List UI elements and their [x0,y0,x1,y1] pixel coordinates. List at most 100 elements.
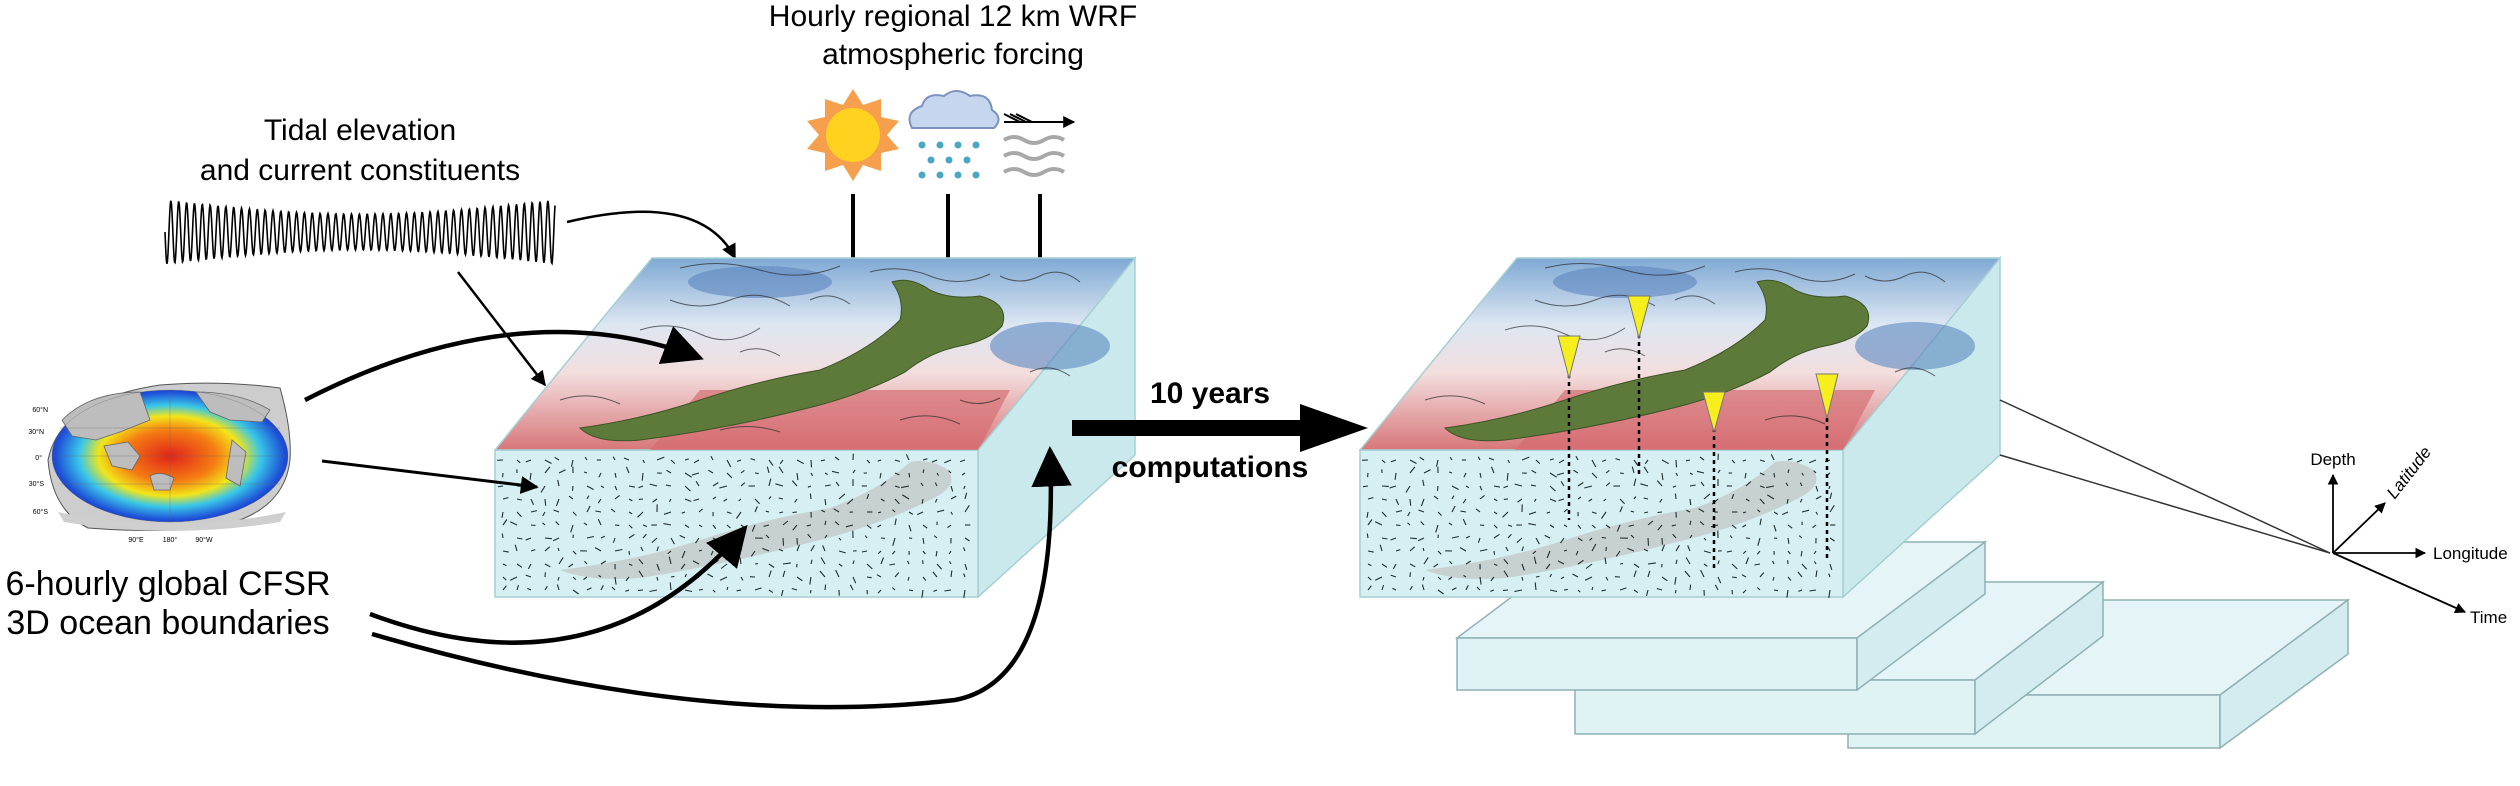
velocity-vector [806,524,812,527]
velocity-vector [1563,549,1568,552]
velocity-vector [684,573,687,578]
velocity-vector [695,481,700,487]
velocity-vector [1759,572,1765,578]
velocity-vector [501,533,504,539]
velocity-vector [1418,509,1425,513]
velocity-vector [1631,466,1635,474]
velocity-vector [568,495,574,500]
velocity-vector [852,469,856,474]
velocity-vector [810,559,813,565]
velocity-vector [1731,494,1735,500]
velocity-vector [852,560,855,565]
velocity-vector [1786,498,1789,504]
velocity-vector [1521,563,1525,571]
velocity-vector [1462,498,1467,504]
velocity-vector [623,457,630,461]
velocity-vector [1689,584,1692,591]
velocity-vector [1591,524,1596,529]
velocity-vector [1717,469,1721,474]
velocity-vector [1603,498,1607,502]
velocity-vector [684,589,693,593]
velocity-vector [1409,585,1413,591]
velocity-vector [908,472,911,478]
tidal-arrow-diag [457,271,546,387]
velocity-vector [595,510,602,513]
velocity-vector [497,485,504,488]
velocity-vector [1605,576,1609,581]
velocity-vector [656,456,665,461]
velocity-vector [1619,587,1627,591]
velocity-vector [625,589,630,592]
velocity-vector [1584,576,1593,581]
velocity-vector [1703,563,1708,567]
velocity-vector [948,470,952,474]
velocity-vector [1409,537,1417,540]
velocity-vector [1506,472,1509,481]
velocity-vector [1685,459,1691,462]
velocity-vector [558,469,566,474]
velocity-vector [949,561,952,565]
velocity-vector [1381,537,1388,540]
velocity-vector [1493,550,1496,555]
velocity-vector [778,497,784,500]
velocity-vector [1601,536,1607,539]
velocity-vector [1742,589,1747,594]
velocity-vector [1689,472,1693,475]
velocity-vector [1563,524,1568,528]
velocity-vector [1409,546,1416,552]
velocity-vector [1409,459,1417,464]
velocity-vector [1643,497,1649,500]
velocity-vector [1671,524,1677,527]
velocity-vector [1813,550,1817,555]
velocity-vector [625,576,630,582]
velocity-vector [1828,485,1831,490]
velocity-vector [768,478,772,487]
velocity-vector [1772,560,1775,565]
velocity-vector [866,524,872,529]
time-axis [2332,552,2466,613]
station-markers [1557,295,1839,572]
velocity-vector [1465,535,1471,539]
velocity-vector [1530,484,1537,487]
map-lat-30n: 30°N [28,428,44,436]
velocity-vector [1521,576,1524,581]
velocity-vector [530,498,535,506]
velocity-vector [544,459,552,464]
velocity-vector [1657,511,1663,514]
velocity-vector [807,485,812,488]
velocity-vector [1563,508,1568,513]
velocity-vector [614,485,618,491]
velocity-vector [1633,589,1639,594]
velocity-vector [809,589,812,594]
velocity-vector [880,481,887,487]
velocity-vector [572,511,577,516]
velocity-vector [1726,550,1733,553]
velocity-vector [1601,511,1607,519]
velocity-vector [1815,570,1818,578]
velocity-vector [1437,511,1442,516]
velocity-vector [852,576,857,584]
velocity-vector [1423,557,1429,565]
velocity-vector [932,571,938,578]
velocity-vector [1767,494,1775,500]
velocity-vector [1812,524,1817,529]
velocity-vector [1507,459,1510,464]
velocity-vector [1420,498,1425,507]
velocity-vector [894,572,900,578]
velocity-vector [1535,459,1541,464]
velocity-vector [516,563,523,568]
velocity-vector [1798,589,1803,592]
velocity-vector [1601,589,1607,592]
velocity-vector [1362,485,1369,488]
velocity-vector [1395,498,1400,506]
velocity-vector [736,511,742,519]
velocity-vector [1366,511,1369,518]
velocity-vector [1493,498,1498,502]
time-perspective-lines [1999,399,2331,554]
velocity-vector [1477,537,1481,543]
velocity-vector [656,576,659,581]
velocity-vector [1544,534,1551,539]
velocity-vector [542,511,546,517]
velocity-vector [527,563,532,570]
velocity-vector [572,550,577,555]
